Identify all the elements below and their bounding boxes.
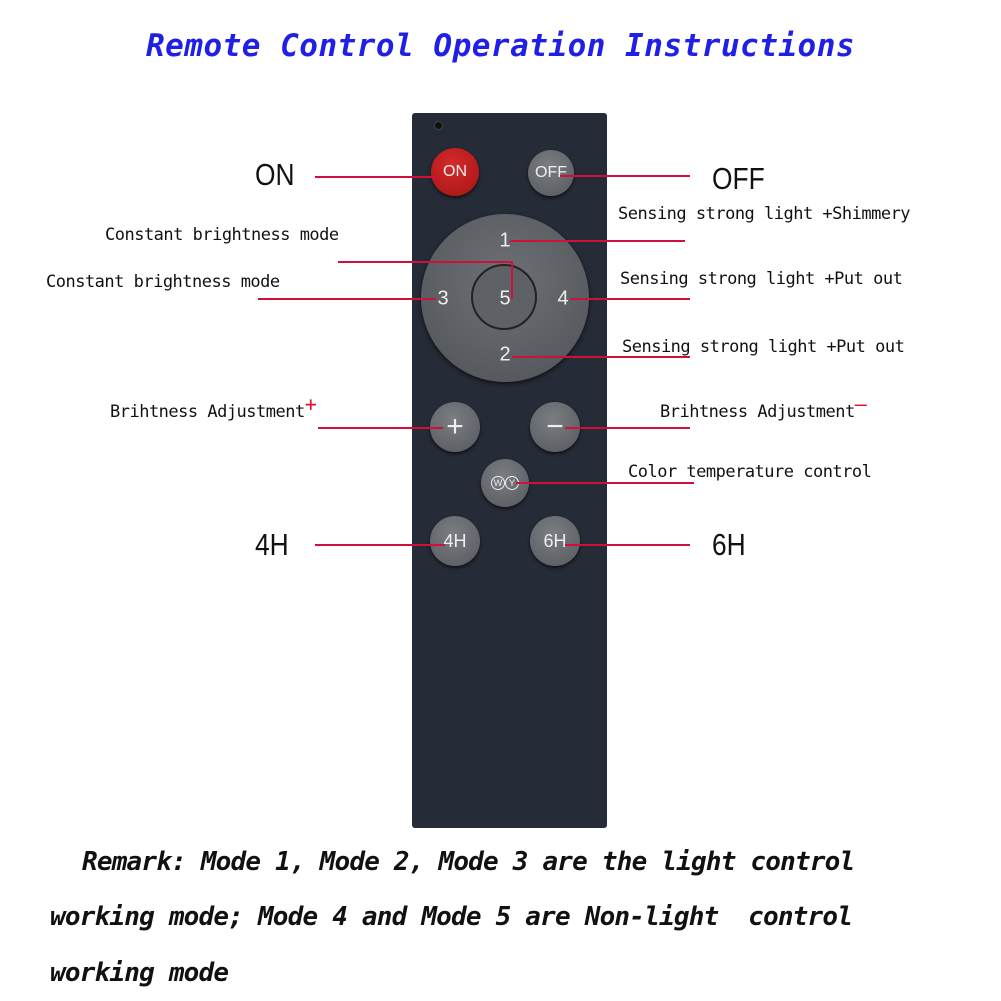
leader-line-6h	[565, 544, 690, 546]
minus-description: Brihtness Adjustment—	[660, 392, 867, 422]
off-label: OFF	[712, 161, 765, 196]
mode-3-button[interactable]: 3	[437, 287, 449, 310]
leader-line-minus	[565, 427, 690, 429]
mode-4-button[interactable]: 4	[557, 287, 569, 310]
leader-line-mode5-vertical	[511, 261, 513, 299]
4h-label: 4H	[255, 527, 289, 562]
brightness-plus-button[interactable]: +	[430, 402, 480, 452]
mode-5-button[interactable]	[471, 264, 537, 330]
mode5-description: Constant brightness mode	[105, 225, 339, 245]
6h-label: 6H	[712, 527, 746, 562]
minus-sign: —	[854, 392, 867, 416]
leader-line-mode1	[510, 240, 685, 242]
leader-line-on	[315, 176, 440, 178]
led-indicator	[434, 121, 443, 130]
color-temperature-description: Color temperature control	[628, 462, 872, 482]
mode-2-button[interactable]: 2	[499, 343, 511, 366]
w-icon: W	[491, 476, 505, 490]
on-label: ON	[255, 157, 295, 192]
leader-line-color	[516, 482, 694, 484]
leader-line-mode4	[570, 298, 690, 300]
leader-line-mode5	[338, 261, 513, 263]
leader-line-off	[560, 175, 690, 177]
color-temperature-button[interactable]: W Y	[481, 459, 529, 507]
plus-description-text: Brihtness Adjustment	[110, 402, 305, 422]
remark-line-3: working mode	[50, 958, 229, 988]
page-title: Remote Control Operation Instructions	[145, 28, 856, 64]
on-button[interactable]: ON	[431, 148, 479, 196]
mode-5-label: 5	[499, 287, 511, 310]
mode4-description: Sensing strong light +Put out	[620, 269, 903, 289]
minus-description-text: Brihtness Adjustment	[660, 402, 855, 422]
plus-description: Brihtness Adjustment+	[110, 392, 317, 422]
leader-line-mode3	[258, 298, 436, 300]
remark-line-2: working mode; Mode 4 and Mode 5 are Non-…	[50, 902, 853, 932]
plus-sign: +	[304, 392, 317, 416]
leader-line-mode2	[512, 356, 690, 358]
leader-line-plus	[318, 427, 443, 429]
timer-4h-button[interactable]: 4H	[430, 516, 480, 566]
mode2-description: Sensing strong light +Put out	[622, 337, 905, 357]
mode1-label: Sensing strong light +Shimmery	[618, 204, 911, 224]
timer-6h-button[interactable]: 6H	[530, 516, 580, 566]
mode-1-button[interactable]: 1	[499, 229, 511, 252]
remark-line-1: Remark: Mode 1, Mode 2, Mode 3 are the l…	[82, 847, 855, 877]
leader-line-4h	[315, 544, 445, 546]
off-button[interactable]: OFF	[528, 150, 574, 196]
mode3-description: Constant brightness mode	[46, 272, 280, 292]
